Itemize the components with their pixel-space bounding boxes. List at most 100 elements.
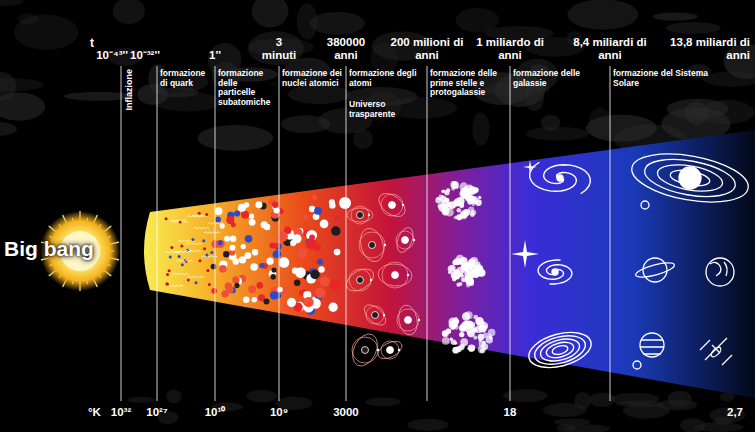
subatomic-particle — [314, 207, 322, 215]
subatomic-particle — [331, 226, 340, 235]
texture-blot — [610, 393, 659, 405]
protogalaxy-cloud — [467, 347, 470, 350]
atom-orbit — [394, 225, 416, 254]
subatomic-particle — [271, 267, 276, 272]
subatomic-particle — [339, 197, 351, 209]
protogalaxy-cloud — [452, 347, 459, 354]
planet-orbit — [642, 153, 739, 202]
galaxies — [511, 160, 595, 374]
protogalaxy-cloud — [466, 321, 473, 328]
texture-blot — [653, 13, 698, 21]
solar-system — [628, 146, 752, 369]
protogalaxy-cloud — [454, 341, 457, 344]
subatomic-particle — [215, 207, 223, 215]
planet-orbit — [655, 160, 724, 195]
protogalaxy-cloud — [465, 264, 469, 268]
galaxy-core — [552, 269, 558, 275]
protogalaxy-cloud — [473, 269, 478, 274]
spiral-galaxy — [538, 260, 563, 279]
protogalaxy-cloud — [462, 278, 465, 281]
protogalaxy-cloud — [446, 329, 451, 334]
protogalaxy-cloud — [468, 344, 475, 351]
particles — [165, 195, 351, 315]
atom-orbit — [375, 338, 405, 362]
texture-blot — [564, 424, 610, 432]
protogalaxy-cloud — [465, 194, 469, 198]
time-value: 200 milioni di anni — [390, 36, 465, 62]
atom-nucleus — [392, 272, 399, 279]
protogalaxy-cloud — [467, 332, 470, 335]
temperature-value: 2,7 — [727, 406, 743, 419]
radiation-squiggle — [167, 285, 183, 287]
subatomic-particle — [294, 279, 300, 285]
protogalaxy-cloud — [478, 334, 485, 341]
protogalaxy-cloud — [451, 321, 457, 327]
texture-blot — [64, 92, 134, 101]
protogalaxy-cloud — [465, 311, 473, 319]
subatomic-particle — [215, 217, 221, 223]
quark-dot — [170, 246, 173, 249]
texture-blot — [472, 112, 489, 145]
protogalaxy-cloud — [449, 321, 458, 330]
epoch-line — [215, 66, 216, 401]
elliptical-galaxy — [532, 331, 589, 370]
elliptical-galaxy — [551, 344, 569, 356]
protogalaxy-cloud — [459, 325, 466, 332]
radiation-squiggle — [165, 251, 181, 253]
texture-blot — [667, 391, 691, 408]
protogalaxy-cloud — [450, 181, 457, 188]
subatomic-particle — [233, 258, 239, 264]
subatomic-particle — [219, 265, 227, 273]
protogalaxy-cloud — [454, 199, 460, 205]
atom-nucleus — [369, 242, 376, 249]
atom-orbit — [347, 208, 373, 222]
subatomic-particle — [292, 267, 299, 274]
protogalaxy-cloud — [469, 189, 471, 191]
epoch-line — [427, 66, 428, 401]
subatomic-particle — [255, 201, 262, 208]
protogalaxy-cloud — [480, 348, 485, 353]
subatomic-particle — [229, 245, 235, 251]
texture-blot — [166, 390, 182, 404]
atom-orbit — [349, 269, 371, 291]
protogalaxy-cloud — [462, 265, 468, 271]
epoch-line — [610, 66, 611, 401]
planet-ring — [634, 260, 675, 280]
atom-orbit — [361, 301, 390, 329]
subatomic-particle — [279, 257, 290, 268]
texture-blot — [281, 115, 331, 133]
universe-cone — [144, 130, 755, 398]
protogalaxy-cloud — [442, 337, 450, 345]
subatomic-particle — [266, 258, 273, 265]
protogalaxy-cloud — [456, 208, 461, 213]
atom-orbit — [359, 232, 385, 258]
atom-nucleus — [387, 347, 394, 354]
planet-bands — [640, 340, 664, 354]
subatomic-particle — [259, 263, 264, 268]
texture-blot — [0, 0, 24, 6]
texture-blot — [724, 44, 755, 79]
subatomic-particle — [310, 270, 319, 279]
subatomic-particle — [269, 242, 275, 248]
quark-dot — [169, 256, 172, 259]
subatomic-particle — [287, 298, 296, 307]
protogalaxy-cloud — [482, 341, 486, 345]
quark-dot — [165, 217, 168, 220]
subatomic-particle — [330, 279, 341, 290]
subatomic-particle — [315, 287, 326, 298]
electron — [384, 244, 386, 246]
quark-dot — [187, 278, 190, 281]
protogalaxy-cloud — [448, 270, 452, 274]
texture-blot — [407, 419, 448, 431]
subatomic-particle — [297, 248, 307, 258]
quark-dot — [205, 213, 208, 216]
elliptical-galaxy — [525, 326, 595, 373]
texture-blot — [14, 15, 78, 50]
protogalaxy-cloud — [456, 186, 458, 188]
quark-dot — [166, 283, 169, 286]
protogalaxy-cloud — [464, 186, 468, 190]
quark-dot — [168, 269, 171, 272]
quark-dot — [180, 245, 183, 248]
protogalaxy-cloud — [461, 210, 469, 218]
protogalaxy-cloud — [446, 188, 450, 192]
